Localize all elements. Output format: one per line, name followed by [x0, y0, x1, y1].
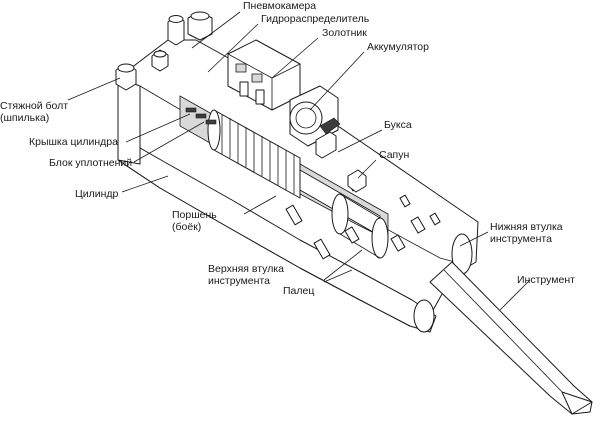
label-porshen: Поршень [172, 209, 217, 221]
label-nizhnyaya-vtulka-2: инструмента [490, 233, 552, 245]
label-palec: Палец [283, 285, 314, 297]
label-instrument: Инструмент [517, 274, 575, 286]
label-pnevmokamera: Пневмокамера [243, 0, 316, 12]
labels: Пневмокамера Гидрораспределитель Золотни… [0, 0, 575, 297]
tie-bolt-group [115, 15, 185, 91]
leader-lines [67, 11, 531, 311]
label-styazhnoy-bolt: Стяжной болт [0, 100, 68, 112]
seal-block-detail [185, 107, 217, 125]
label-blok-uplotneniy: Блок уплотнений [49, 157, 132, 169]
lower-tool-bushing [413, 233, 473, 333]
accumulator-unit [289, 85, 341, 159]
cylinder-front-face [117, 139, 437, 333]
label-verhnyaya-vtulka: Верхняя втулка [208, 263, 284, 275]
label-akkumulyator: Аккумулятор [367, 41, 429, 53]
cylinder-cover-end [117, 77, 141, 165]
label-styazhnoy-bolt-2: (шпилька) [0, 112, 49, 124]
label-kryshka-cilindra: Крышка цилиндра [29, 136, 118, 148]
tool-chisel [429, 261, 593, 415]
label-cilindr: Цилиндр [75, 188, 119, 200]
label-sapun: Сапун [379, 149, 409, 161]
pneumo-chamber-valve [187, 11, 213, 41]
hammer-drawing [115, 11, 593, 415]
label-gidroraspredelitel: Гидрораспределитель [261, 13, 370, 25]
label-porshen-2: (боёк) [172, 221, 201, 233]
label-verhnyaya-vtulka-2: инструмента [208, 275, 270, 287]
label-nizhnyaya-vtulka: Нижняя втулка [490, 221, 563, 233]
label-zolotnik: Золотник [322, 27, 367, 39]
breather [347, 169, 367, 193]
upper-tool-bushing [331, 193, 389, 259]
label-buksa: Букса [384, 119, 412, 131]
